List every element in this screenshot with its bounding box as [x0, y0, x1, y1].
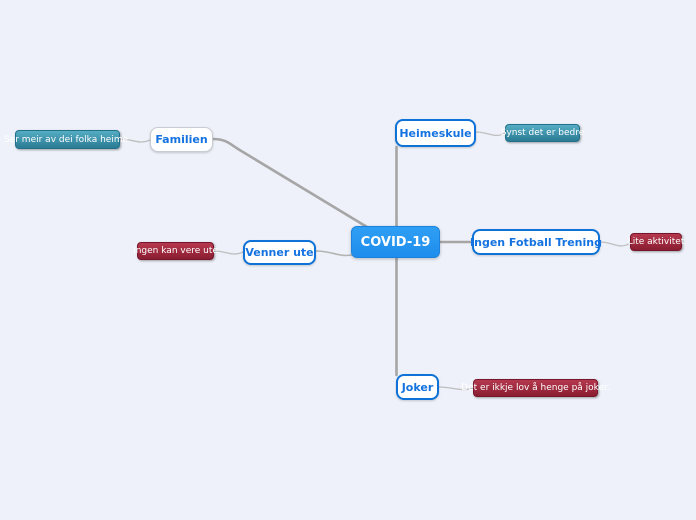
- topic-node-joker[interactable]: Joker: [396, 374, 439, 400]
- connector-note-fotball: [599, 241, 631, 247]
- connector-note-familien: [119, 138, 151, 143]
- note-node-lite-aktivitet[interactable]: Lite aktivitet: [628, 233, 684, 251]
- topic-node-venner-ute[interactable]: Venner ute: [243, 240, 316, 265]
- topic-node-heimeskule[interactable]: Heimeskule: [395, 119, 476, 147]
- note-node-det-er-ikkje-lov[interactable]: Det er ikkje lov å henge på joker.: [461, 379, 610, 397]
- topic-node-ingen-fotball-trening[interactable]: Ingen Fotball Trening: [470, 229, 602, 255]
- root-node-covid19[interactable]: COVID-19: [351, 226, 440, 258]
- connector-note-heimeskule: [475, 131, 506, 137]
- connector-note-joker: [438, 386, 474, 391]
- topic-node-familien[interactable]: Familien: [150, 127, 213, 152]
- connector-root-familien: [211, 137, 369, 229]
- note-node-ser-meir-av-dei-folka-heime[interactable]: Ser meir av dei folka heime.: [4, 130, 131, 149]
- note-node-synst-det-er-bedre[interactable]: Synst det er bedre: [501, 124, 584, 142]
- connector-root-venner-ute: [315, 250, 353, 257]
- connector-note-venner-ute: [213, 250, 244, 255]
- note-node-ingen-kan-vere-ute[interactable]: Ingen kan vere ute: [133, 242, 218, 260]
